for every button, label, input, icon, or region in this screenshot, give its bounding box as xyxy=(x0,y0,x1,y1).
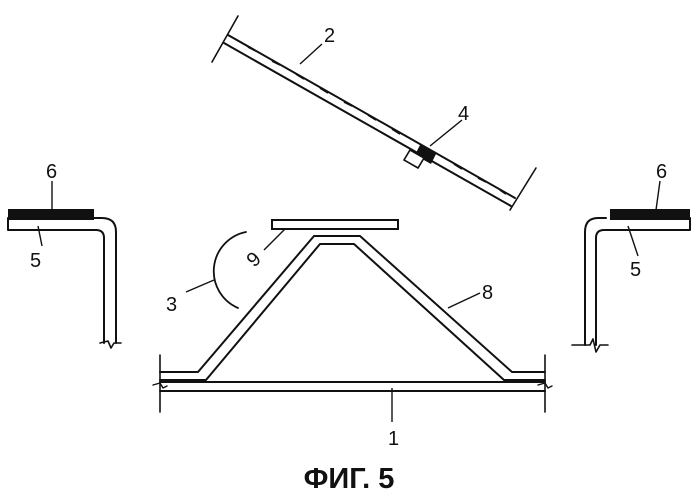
base-plate xyxy=(153,355,552,412)
hat-profile xyxy=(160,236,545,380)
label-4: 4 xyxy=(458,103,469,125)
leader-lines xyxy=(38,44,660,422)
label-9: 9 xyxy=(243,248,266,272)
label-5-right: 5 xyxy=(630,259,641,281)
label-3: 3 xyxy=(166,294,177,316)
label-6-right: 6 xyxy=(656,161,667,183)
label-8: 8 xyxy=(482,282,493,304)
reference-labels: 2 4 6 5 6 5 3 9 8 1 xyxy=(30,25,667,450)
label-5-left: 5 xyxy=(30,250,41,272)
label-2: 2 xyxy=(324,25,335,47)
arc-marker xyxy=(214,232,246,308)
left-bracket xyxy=(8,209,121,348)
figure-caption: ФИГ. 5 xyxy=(304,463,395,495)
label-6-left: 6 xyxy=(46,161,57,183)
top-pad xyxy=(272,220,398,229)
label-1: 1 xyxy=(388,428,399,450)
inclined-panel xyxy=(212,16,536,210)
